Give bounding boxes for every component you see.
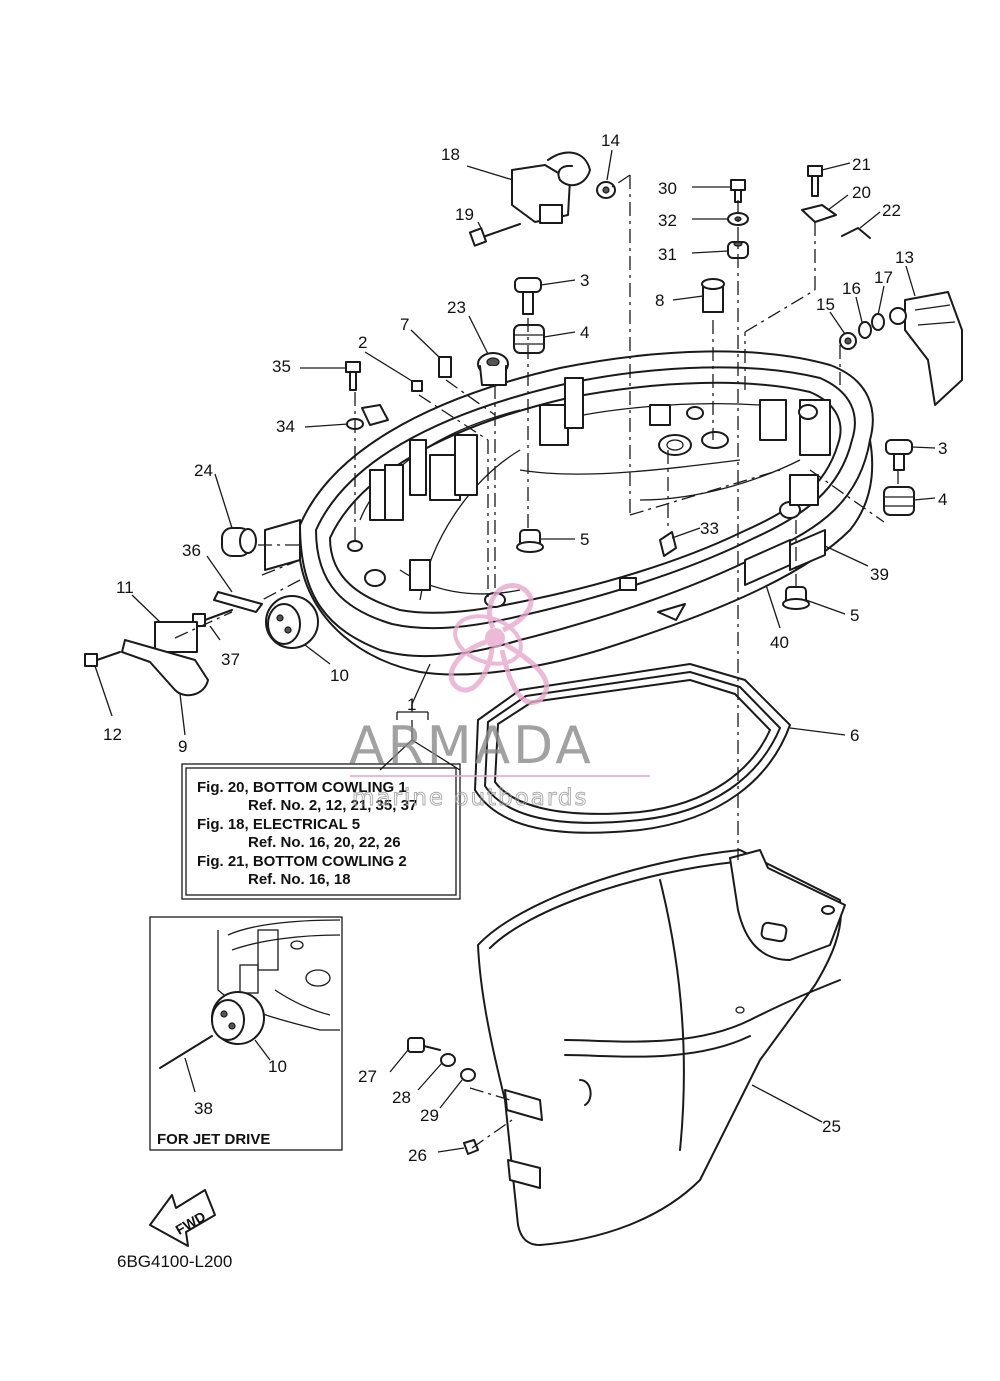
alignment-lines <box>174 174 899 1149</box>
callout-20: 20 <box>852 183 871 202</box>
callout-28: 28 <box>392 1088 411 1107</box>
ref-line-6: Ref. No. 16, 18 <box>248 871 351 888</box>
callout-34: 34 <box>276 417 295 436</box>
callout-10b: 10 <box>268 1057 287 1076</box>
callout-37: 37 <box>221 650 240 669</box>
part-15-16-17-washers <box>839 313 885 350</box>
callout-39: 39 <box>870 565 889 584</box>
part-4-grommets <box>513 324 915 516</box>
callout-30: 30 <box>658 179 677 198</box>
part-22-spring <box>841 227 871 239</box>
callout-12: 12 <box>103 725 122 744</box>
parts-26-29-hardware <box>407 1037 479 1155</box>
part-19-bolt <box>468 223 521 247</box>
callout-3a: 3 <box>580 271 589 290</box>
part-9-bracket <box>121 639 209 697</box>
callout-2: 2 <box>358 333 367 352</box>
callout-13: 13 <box>895 248 914 267</box>
part-6-seal <box>474 663 791 834</box>
part-34-clamp <box>346 404 389 430</box>
callout-15: 15 <box>816 295 835 314</box>
callout-11: 11 <box>116 578 134 597</box>
part-10-grommet <box>265 595 319 649</box>
jet-drive-inset: 10 38 FOR JET DRIVE <box>149 916 343 1151</box>
callout-18: 18 <box>441 145 460 164</box>
part-30-bolt <box>730 179 746 203</box>
callout-14: 14 <box>601 131 620 150</box>
propeller-logo-icon <box>448 583 549 705</box>
watermark-tagline: marine outboards <box>352 785 588 811</box>
callout-32: 32 <box>658 211 677 230</box>
bottom-cowling-tray <box>264 350 874 676</box>
callout-4b: 4 <box>938 490 947 509</box>
ref-line-3: Fig. 18, ELECTRICAL 5 <box>197 816 360 833</box>
part-36-plate <box>213 591 263 613</box>
callout-10a: 10 <box>330 666 349 685</box>
callout-35: 35 <box>272 357 291 376</box>
part-23-grommet <box>477 352 509 386</box>
callout-9: 9 <box>178 737 187 756</box>
part-7-clip <box>438 356 452 378</box>
reference-box: Fig. 20, BOTTOM COWLING 1 Ref. No. 2, 12… <box>181 763 461 900</box>
part-2-screw <box>411 380 423 392</box>
callout-3b: 3 <box>938 439 947 458</box>
part-35-screw <box>345 361 361 391</box>
watermark-brand: ARMADA <box>349 716 594 776</box>
callout-8: 8 <box>655 291 664 310</box>
callout-38: 38 <box>194 1099 213 1118</box>
callout-6: 6 <box>850 726 859 745</box>
part-12-bolt <box>84 651 121 667</box>
callout-16: 16 <box>842 279 861 298</box>
part-14-grommet <box>596 181 616 199</box>
callout-36: 36 <box>182 541 201 560</box>
fwd-arrow-icon: FWD <box>149 1189 216 1247</box>
callout-33: 33 <box>700 519 719 538</box>
armada-watermark: ARMADA marine outboards <box>349 583 650 812</box>
leader-lines <box>94 149 936 1153</box>
part-24-plug <box>221 527 257 557</box>
callout-5a: 5 <box>580 530 589 549</box>
part-8-clip <box>701 278 725 313</box>
ref-line-5: Fig. 21, BOTTOM COWLING 2 <box>197 853 407 870</box>
callout-1: 1 <box>407 695 416 714</box>
fwd-label: FWD <box>173 1208 209 1238</box>
part-25-lower-cover <box>477 849 846 1246</box>
part-20-plate <box>801 204 837 223</box>
diagram-code: 6BG4100-L200 <box>117 1252 232 1271</box>
callout-7: 7 <box>400 315 409 334</box>
callout-5b: 5 <box>850 606 859 625</box>
ref-line-1: Fig. 20, BOTTOM COWLING 1 <box>197 779 407 796</box>
callout-29: 29 <box>420 1106 439 1125</box>
part-37-screw <box>192 609 233 627</box>
inset-part-10-grommet <box>211 991 265 1045</box>
part-13-handle <box>889 291 963 406</box>
ref-line-2: Ref. No. 2, 12, 21, 35, 37 <box>248 797 417 814</box>
callout-26: 26 <box>408 1146 427 1165</box>
ref-line-4: Ref. No. 16, 20, 22, 26 <box>248 834 401 851</box>
callout-19: 19 <box>455 205 474 224</box>
callout-21: 21 <box>852 155 871 174</box>
callout-23: 23 <box>447 298 466 317</box>
part-21-screw <box>807 165 823 197</box>
part-18-bracket <box>511 151 591 224</box>
callout-27: 27 <box>358 1067 377 1086</box>
callout-22: 22 <box>882 201 901 220</box>
callout-40: 40 <box>770 633 789 652</box>
callout-24: 24 <box>194 461 213 480</box>
callout-17: 17 <box>874 268 893 287</box>
part-5-collars <box>516 529 810 610</box>
callout-25: 25 <box>822 1117 841 1136</box>
callout-31: 31 <box>658 245 677 264</box>
callout-4a: 4 <box>580 323 589 342</box>
inset-caption: FOR JET DRIVE <box>157 1131 270 1148</box>
part-11-holder <box>154 621 198 653</box>
callout-labels: 18 14 19 30 32 31 8 21 20 22 13 17 16 15… <box>103 131 947 1165</box>
